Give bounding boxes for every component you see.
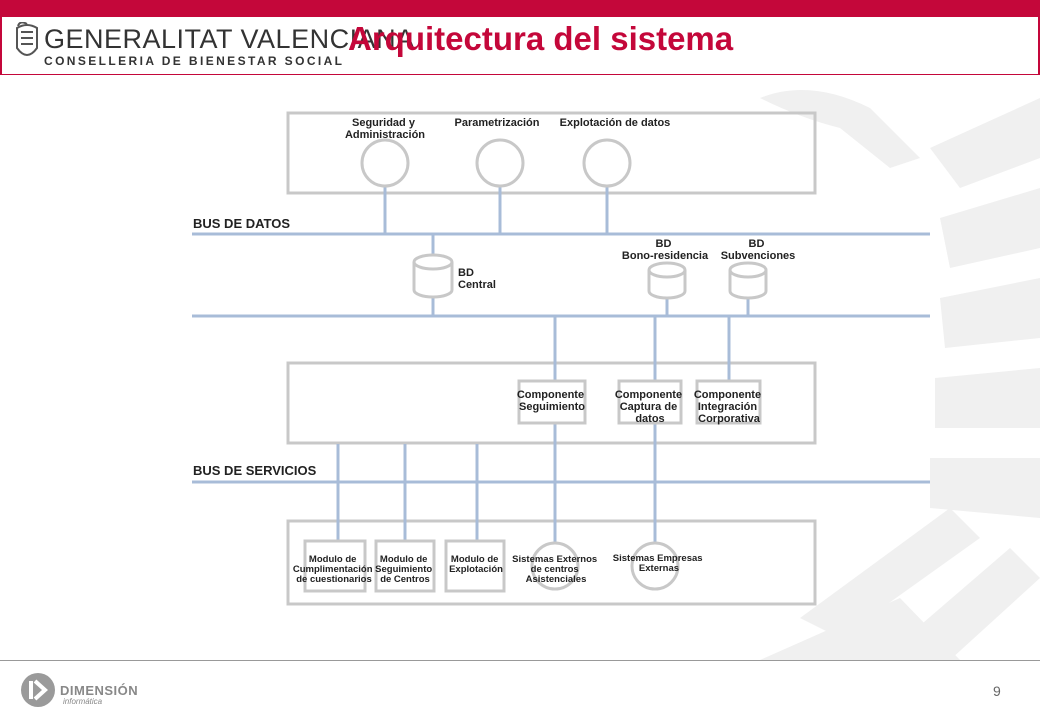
- external-label-empresas: Sistemas Empresas Externas: [613, 553, 705, 574]
- module-box-cumplimentacion: [303, 539, 367, 593]
- components-box: [286, 361, 817, 445]
- bus-servicios-label: BUS DE SERVICIOS: [193, 463, 317, 478]
- database-label-bono: BD Bono-residencia: [622, 238, 709, 262]
- top-module-node-explotacion: [582, 138, 632, 188]
- bottom-modules-box: [286, 519, 817, 606]
- top-module-label-parametrizacion: Parametrización: [455, 117, 540, 129]
- top-module-node-seguridad: [360, 138, 410, 188]
- external-node-empresas: [630, 541, 680, 591]
- module-box-explotacion: [444, 539, 506, 593]
- external-node-centros: [530, 541, 580, 591]
- database-label-central: BD Central: [458, 267, 496, 291]
- dimension-logo-icon: [21, 673, 55, 707]
- module-box-seguimiento-centros: [374, 539, 436, 593]
- page-number: 9: [993, 683, 1001, 699]
- footer-divider: [0, 660, 1040, 661]
- component-label-seguimiento: Componente Seguimiento: [517, 389, 587, 413]
- database-cylinder-central: [412, 253, 454, 299]
- watermark-graphic: [760, 90, 1040, 660]
- logo-title: GENERALITAT VALENCIANA: [44, 24, 415, 54]
- header-frame: [0, 17, 1040, 75]
- component-box-captura: [617, 379, 683, 425]
- bus-datos-label: BUS DE DATOS: [193, 216, 290, 231]
- database-cylinder-bono: [647, 261, 687, 300]
- top-modules-box: [286, 111, 817, 195]
- page-title: Arquitectura del sistema: [348, 20, 734, 57]
- top-module-label-seguridad: Seguridad y Administración: [345, 117, 425, 141]
- footer-brand: DIMENSIÓN: [60, 683, 139, 698]
- component-label-captura: Componente Captura de datos: [615, 389, 685, 425]
- module-label-seguimiento-centros: Modulo de Seguimiento de Centros: [375, 554, 435, 585]
- component-box-integracion: [695, 379, 762, 425]
- component-label-integracion: Componente Integración Corporativa: [694, 389, 764, 425]
- module-label-explotacion: Modulo de Explotación: [449, 554, 503, 575]
- top-accent-bar: [0, 0, 1040, 17]
- database-label-subvenciones: BD Subvenciones: [721, 238, 796, 262]
- coat-of-arms-icon: [16, 22, 38, 56]
- top-module-label-explotacion: Explotación de datos: [560, 117, 671, 129]
- component-box-seguimiento: [517, 379, 587, 425]
- database-cylinder-subvenciones: [728, 261, 768, 300]
- external-label-centros: Sistemas Externos de centros Asistencial…: [512, 554, 600, 585]
- footer-brand-subtitle: informática: [63, 697, 103, 706]
- architecture-diagram: BUS DE DATOS BUS DE SERVICIOS Seguridad …: [192, 111, 930, 606]
- module-label-cumplimentacion: Modulo de Cumplimentación de cuestionari…: [293, 554, 375, 585]
- logo-subtitle: CONSELLERIA DE BIENESTAR SOCIAL: [44, 54, 345, 68]
- top-module-node-parametrizacion: [475, 138, 525, 188]
